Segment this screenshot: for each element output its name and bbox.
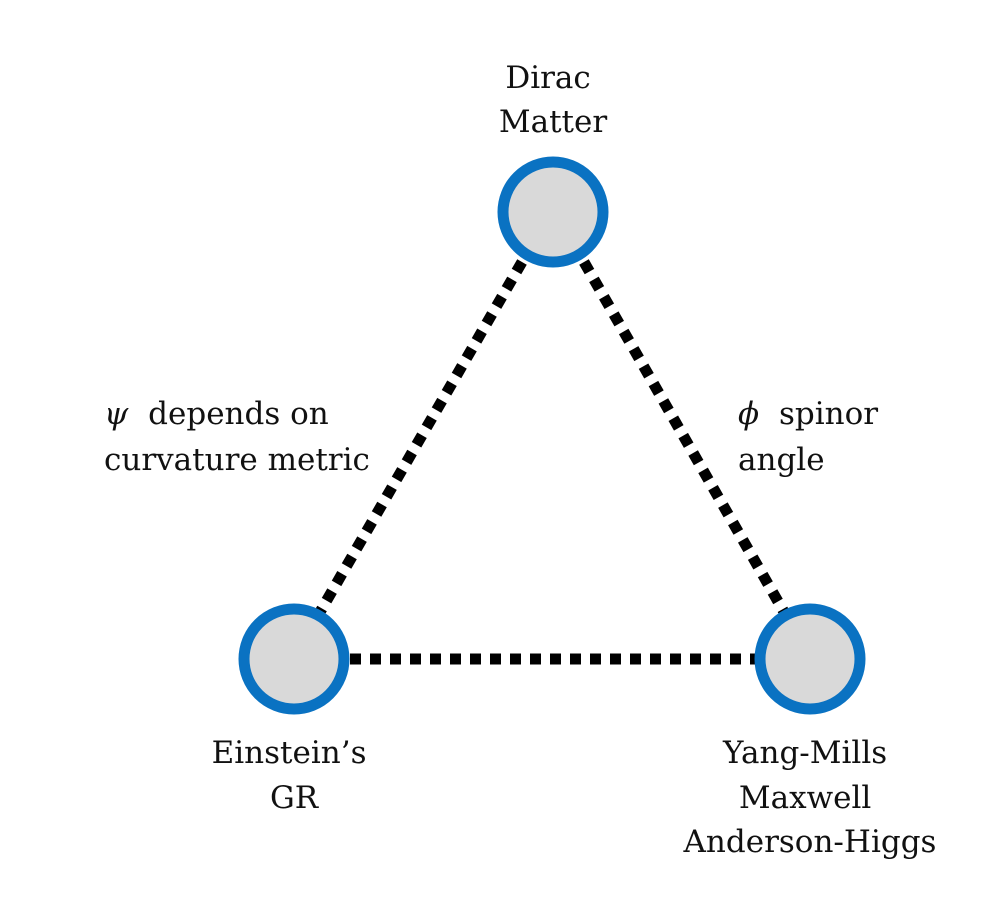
dirac-label-line-2: Matter: [499, 104, 607, 140]
psi-symbol: ψ: [104, 396, 129, 432]
right-edge-annotation-line-1: ϕ spinor: [738, 396, 888, 432]
node-yang-mills: [754, 603, 866, 715]
edge-dirac-yangmills: [579, 259, 789, 615]
einstein-label: Einstein’s GR: [212, 735, 377, 816]
dirac-label: Dirac Matter: [499, 60, 607, 140]
einstein-label-line-2: GR: [270, 780, 320, 816]
left-edge-annotation-line-2: curvature metric: [104, 442, 370, 478]
yang-mills-label-line-3: Anderson-Higgs: [683, 824, 937, 860]
right-edge-annotation-line-2: angle: [738, 442, 825, 478]
left-edge-annotation: ψ depends on curvature metric: [104, 396, 370, 478]
yang-mills-label: Yang-Mills Maxwell Anderson-Higgs: [683, 735, 937, 860]
yang-mills-label-line-2: Maxwell: [739, 780, 871, 816]
right-edge-text-1: spinor: [779, 396, 878, 432]
einstein-label-line-1: Einstein’s: [212, 735, 367, 771]
left-edge-annotation-line-1: ψ depends on: [104, 396, 339, 432]
yang-mills-label-line-1: Yang-Mills: [722, 735, 887, 771]
right-edge-annotation: ϕ spinor angle: [738, 396, 888, 478]
node-dirac: [497, 156, 609, 268]
dirac-label-line-1: Dirac: [505, 60, 590, 96]
edge-dirac-einstein: [315, 259, 527, 615]
left-edge-text-1: depends on: [148, 396, 329, 432]
node-einstein: [238, 603, 350, 715]
phi-symbol: ϕ: [738, 396, 759, 432]
